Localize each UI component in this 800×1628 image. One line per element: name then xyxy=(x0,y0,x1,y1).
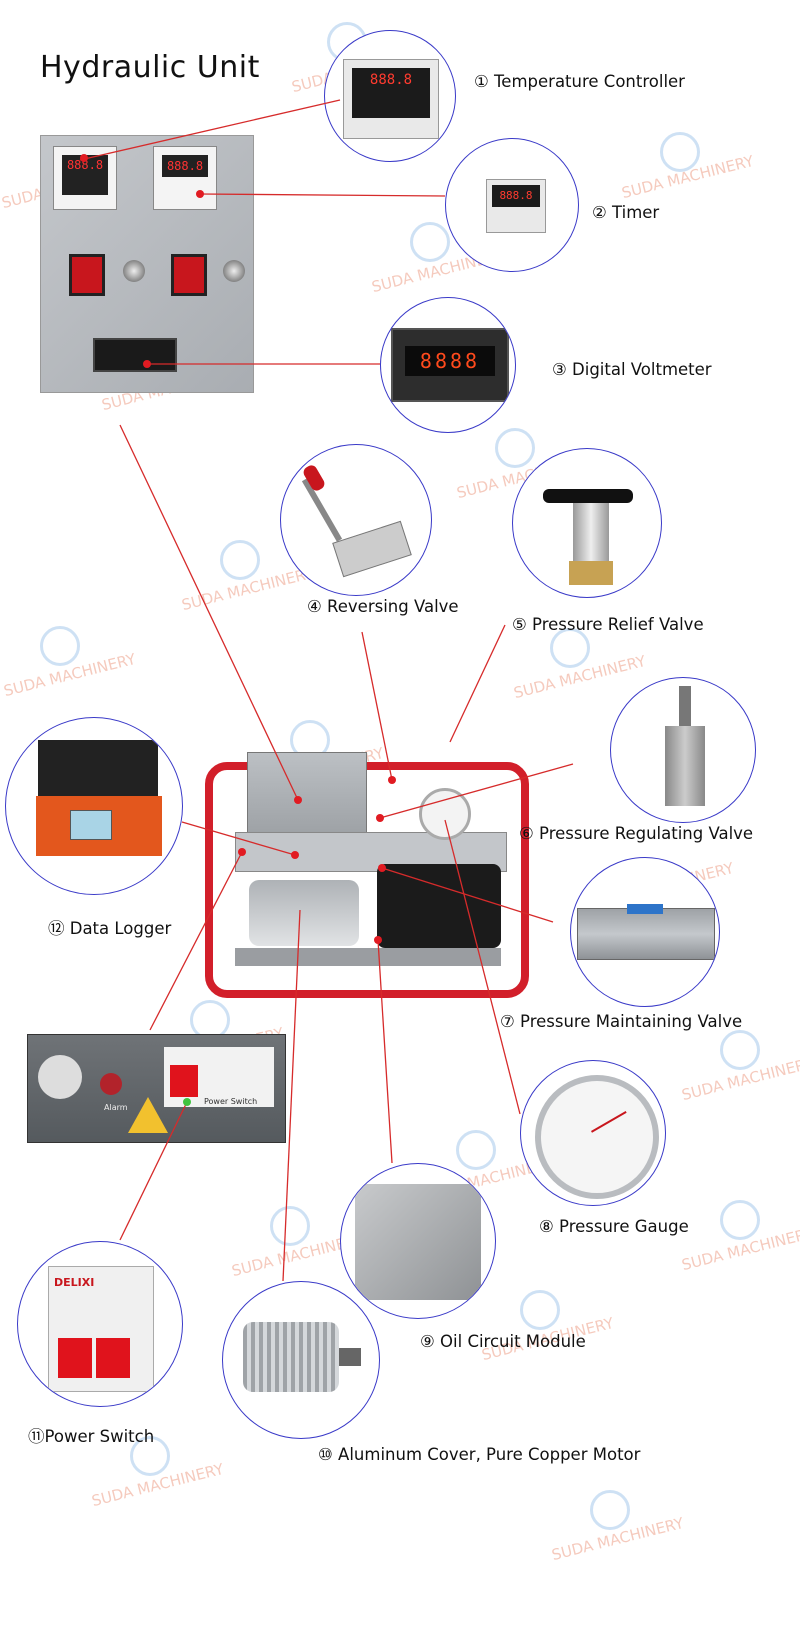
red-rocker-switch[interactable] xyxy=(69,254,105,296)
warning-icon xyxy=(128,1097,168,1133)
watermark-logo-icon xyxy=(410,222,450,262)
leader-line-reversing-valve xyxy=(361,631,393,781)
unit-motor xyxy=(249,880,359,946)
watermark-logo-icon xyxy=(270,1206,310,1246)
electrical-box-photo: Alarm Power Switch xyxy=(27,1034,286,1143)
data-logger-circle xyxy=(5,717,183,895)
watermark-logo-icon xyxy=(495,428,535,468)
pressure-relief-valve-circle xyxy=(512,448,662,598)
hydraulic-unit-photo xyxy=(205,752,529,1002)
red-rocker-switch[interactable] xyxy=(171,254,207,296)
leader-line-data-logger xyxy=(181,821,296,856)
unit-base xyxy=(235,948,501,966)
voltmeter-digits: 8888 xyxy=(405,346,495,376)
leader-line-pressure-gauge xyxy=(444,819,521,1115)
timer-display: 888.8 xyxy=(153,146,217,210)
watermark-logo-icon xyxy=(220,540,260,580)
alarm-label: Alarm xyxy=(104,1103,128,1112)
label-pressure-regulating-valve: ⑥ Pressure Regulating Valve xyxy=(519,824,754,843)
watermark-logo-icon xyxy=(720,1200,760,1240)
unit-pump xyxy=(377,864,501,948)
power-switch-panel-label: Power Switch xyxy=(204,1097,258,1106)
page-title: Hydraulic Unit xyxy=(40,50,260,85)
temperature-controller-digits: 888.8 xyxy=(352,68,430,118)
pressure-gauge-circle xyxy=(520,1060,666,1206)
label-timer: ② Timer xyxy=(592,203,660,222)
leader-line-pressure-relief-valve xyxy=(449,624,506,743)
leader-line-motor xyxy=(282,909,301,1282)
label-temperature-controller: ① Temperature Controller xyxy=(474,72,685,91)
leader-line-oil-circuit-module xyxy=(377,939,393,1164)
unit-cover-panel xyxy=(247,752,367,834)
breaker-brand-text: DELIXI xyxy=(54,1276,95,1289)
oil-circuit-module-circle xyxy=(340,1163,496,1319)
watermark-logo-icon xyxy=(550,628,590,668)
label-motor: ⑩ Aluminum Cover, Pure Copper Motor xyxy=(318,1445,641,1464)
watermark-logo-icon xyxy=(130,1436,170,1476)
label-power-switch: ⑪Power Switch xyxy=(28,1427,155,1446)
watermark-logo-icon xyxy=(720,1030,760,1070)
label-pressure-relief-valve: ⑤ Pressure Relief Valve xyxy=(512,615,704,634)
label-data-logger: ⑫ Data Logger xyxy=(48,919,172,938)
leader-line-power-switch xyxy=(119,1101,188,1241)
temperature-digits: 888.8 xyxy=(62,155,108,195)
control-panel-photo: 888.8 888.8 xyxy=(40,135,254,393)
watermark-logo-icon xyxy=(40,626,80,666)
temperature-controller-circle: 888.8 xyxy=(324,30,456,162)
leader-line-timer xyxy=(199,193,446,197)
label-pressure-maintaining-valve: ⑦ Pressure Maintaining Valve xyxy=(500,1012,743,1031)
pressure-regulating-valve-circle xyxy=(610,677,756,823)
voltmeter-circle: 8888 xyxy=(380,297,516,433)
watermark-logo-icon xyxy=(456,1130,496,1170)
label-reversing-valve: ④ Reversing Valve xyxy=(307,597,459,616)
watermark-logo-icon xyxy=(660,132,700,172)
leader-line-temperature-controller xyxy=(79,99,341,161)
label-digital-voltmeter: ③ Digital Voltmeter xyxy=(552,360,712,379)
leader-line-electrical-box xyxy=(149,851,243,1031)
timer-circle: 888.8 xyxy=(445,138,579,272)
label-pressure-gauge: ⑧ Pressure Gauge xyxy=(539,1217,689,1236)
pressure-maintaining-valve-circle xyxy=(570,857,720,1007)
leader-line-pressure-maintaining-valve xyxy=(381,867,554,923)
unit-frame xyxy=(205,762,529,998)
leader-line-cover xyxy=(119,424,299,801)
reversing-valve-circle xyxy=(280,444,432,596)
temperature-display: 888.8 xyxy=(53,146,117,210)
motor-circle xyxy=(222,1281,380,1439)
watermark-logo-icon xyxy=(590,1490,630,1530)
indicator-knob-icon xyxy=(123,260,145,282)
power-switch-circle: DELIXI xyxy=(17,1241,183,1407)
indicator-knob-icon xyxy=(223,260,245,282)
voltmeter-window xyxy=(93,338,177,372)
label-oil-circuit-module: ⑨ Oil Circuit Module xyxy=(420,1332,586,1351)
leader-line-pressure-regulating-valve xyxy=(379,763,574,819)
timer-digits: 888.8 xyxy=(162,155,208,177)
gauge-icon xyxy=(419,788,471,840)
watermark-logo-icon xyxy=(520,1290,560,1330)
timer-digits-large: 888.8 xyxy=(492,185,540,207)
